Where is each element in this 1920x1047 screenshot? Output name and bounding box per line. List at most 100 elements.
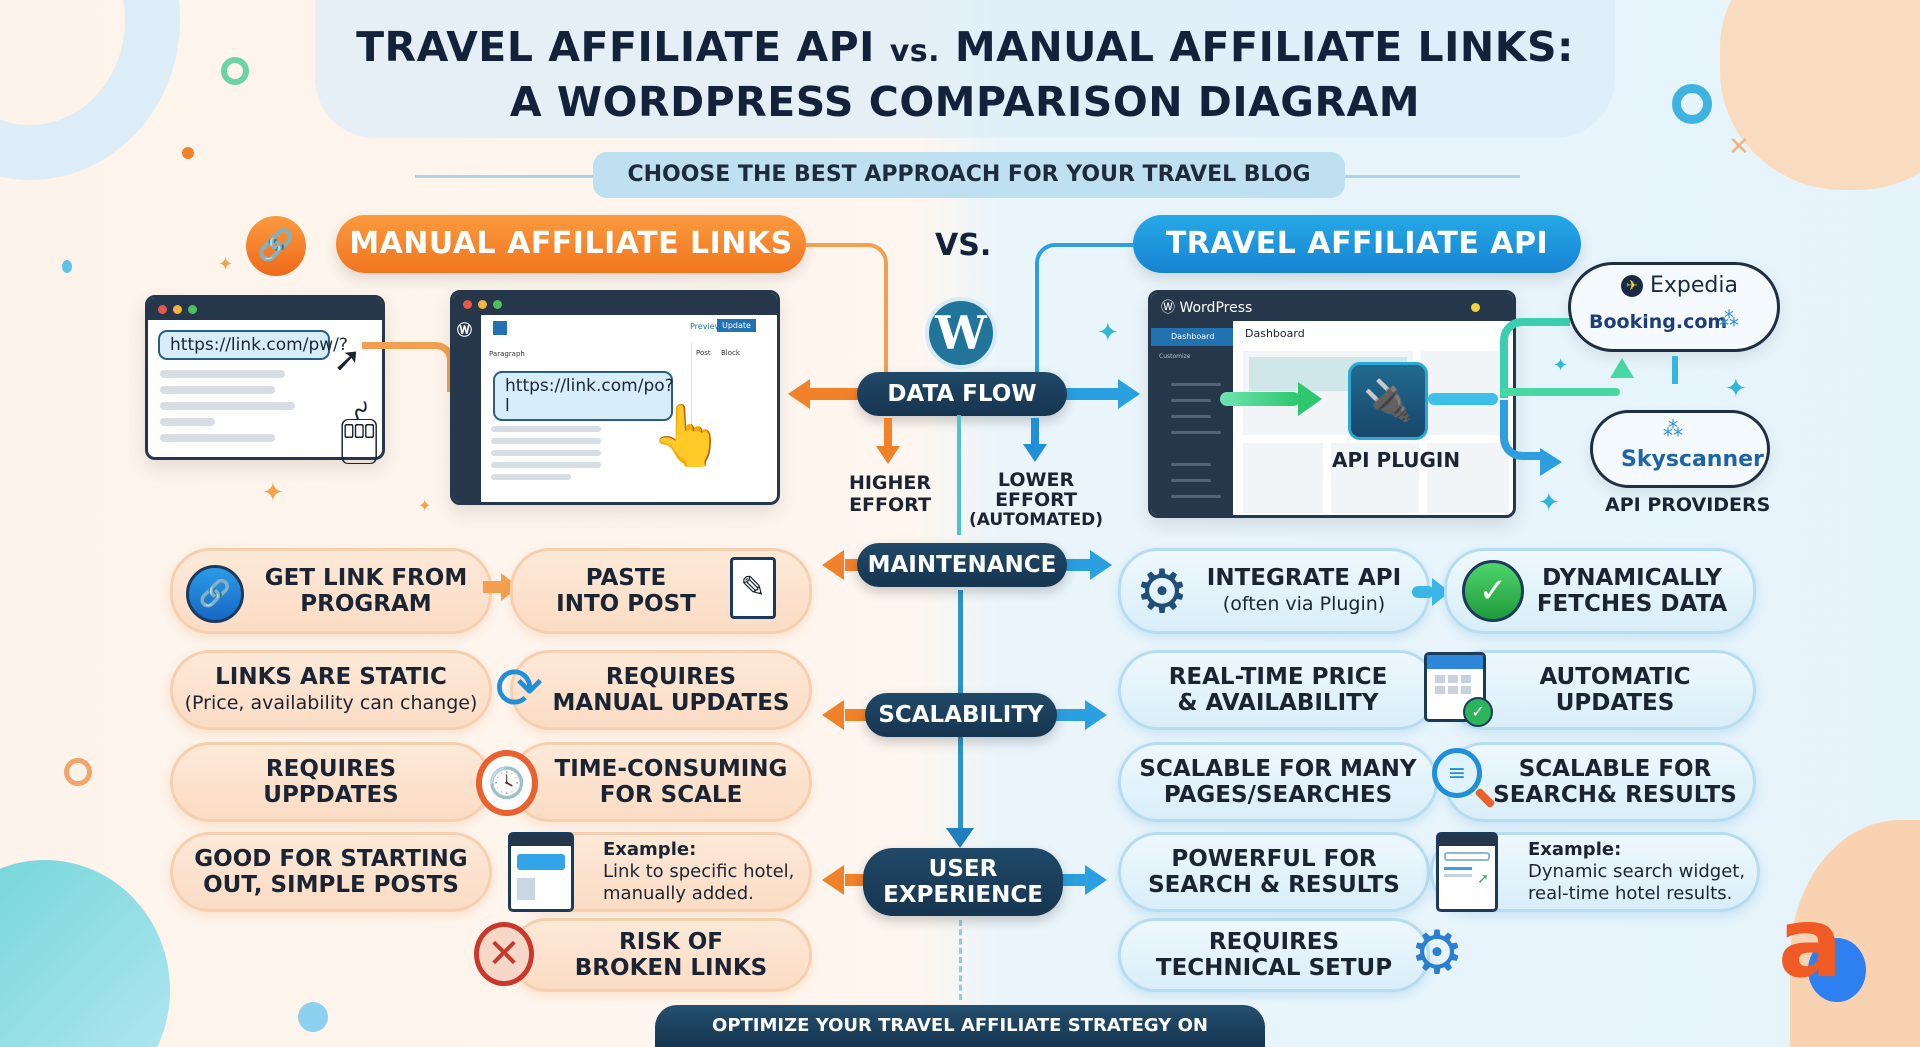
wp-title: Ⓦ WordPress (1161, 300, 1253, 316)
plane-icon: ✈ (1621, 275, 1643, 297)
provider-arrowhead-up (1610, 358, 1634, 378)
hand-click-icon: 👆 (650, 401, 725, 471)
vs-label: VS. (935, 228, 992, 263)
footer-banner: OPTIMIZE YOUR TRAVEL AFFILIATE STRATEGY … (655, 1005, 1265, 1047)
bg-ring-blue (1672, 84, 1712, 124)
higher-effort-arrowhead (876, 446, 900, 464)
step-arrow (1412, 586, 1434, 598)
card-integrate-api: INTEGRATE API(often via Plugin) (1118, 548, 1430, 634)
calendar-check-icon: ✓ (1424, 652, 1493, 727)
browser-link-icon (508, 832, 574, 912)
bg-dot-blue (298, 1002, 328, 1032)
bg-ring-green (221, 57, 249, 85)
sparkle-icon: ✦ (262, 478, 284, 508)
card-real-time-price: REAL-TIME PRICE& AVAILABILITY (1118, 650, 1438, 730)
tab-block[interactable]: Block (721, 349, 740, 357)
data-flow-arrowhead-right (1118, 379, 1140, 409)
scalability-arrowhead-right (1085, 700, 1107, 730)
paragraph-select[interactable]: Paragraph (489, 350, 525, 358)
bg-x-mark: ✕ (1728, 132, 1750, 162)
gear-plug-icon: ⚙ (1135, 557, 1189, 627)
scalability-arrowhead-left (822, 700, 844, 730)
ux-arrow-right (1060, 874, 1090, 886)
plug-icon[interactable]: 🔌 (1348, 362, 1428, 440)
cloud-link-line (1672, 356, 1678, 384)
bg-blob-teal-bottom-left (0, 860, 170, 1047)
hand-mouse-icon: 🖱 (340, 395, 379, 469)
sparkle-icon: ✦ (218, 254, 234, 275)
api-providers-label: API PROVIDERS (1605, 494, 1771, 516)
tab-post[interactable]: Post (696, 349, 711, 357)
wp-logo-icon: Ⓦ (1161, 300, 1180, 316)
higher-effort-arrow (884, 418, 892, 448)
maintenance-arrowhead-right (1090, 550, 1112, 580)
manual-heading: MANUAL AFFILIATE LINKS (336, 215, 806, 273)
scalability-arrow-right (1055, 709, 1087, 721)
maintenance-label: MAINTENANCE (857, 543, 1067, 587)
refresh-clock-icon: ⟳ (494, 654, 544, 722)
data-flow-label: DATA FLOW (857, 372, 1067, 416)
source-affiliate-url[interactable]: https://link.com/pw/? (158, 330, 348, 360)
sparkle-icon: ✦ (1097, 318, 1119, 348)
sparkle-icon: ✦ (1538, 488, 1560, 518)
link-icon: 🔗 (246, 216, 306, 276)
update-button[interactable]: Update (717, 319, 756, 332)
copy-arrow (362, 342, 454, 392)
data-flow-arrowhead-left (788, 379, 810, 409)
source-browser-window (145, 295, 385, 460)
lower-effort-arrow (1031, 418, 1039, 446)
api-connector (1035, 243, 1133, 403)
maintenance-arrow-right (1060, 559, 1092, 571)
maintenance-arrowhead-left (822, 550, 844, 580)
clock-icon: 🕓 (476, 750, 538, 816)
provider-connector-up (1500, 388, 1620, 396)
provider-connector-bottom (1500, 400, 1540, 460)
plugin-output-connector (1428, 393, 1498, 405)
scalability-label: SCALABILITY (865, 693, 1057, 737)
cursor-icon: ➚ (333, 340, 362, 380)
sidebar-item-dashboard[interactable]: Dashboard (1151, 328, 1233, 346)
bg-dot-blue-left (62, 260, 72, 273)
api-plugin-label: API PLUGIN (1332, 448, 1461, 472)
gear-icon: ⚙ (1410, 918, 1464, 988)
divider-teal (957, 415, 961, 535)
lower-effort-arrowhead (1023, 444, 1047, 462)
spine-arrowhead (946, 828, 974, 848)
api-heading: TRAVEL AFFILIATE API (1133, 215, 1581, 273)
plugin-input-arrowhead (1298, 382, 1322, 416)
subtitle-rule-right (1345, 175, 1520, 178)
skyscanner-logo: Skyscanner (1621, 447, 1764, 472)
skyscanner-icon: ⁂ (1663, 417, 1683, 441)
ux-arrowhead-left (822, 865, 844, 895)
provider-cloud-expedia-booking: ✈ Expedia Booking.com ⁂ (1568, 262, 1780, 352)
bg-ring-orange-left (64, 758, 92, 786)
search-widget-icon: ➚ (1436, 832, 1498, 912)
pasted-affiliate-url[interactable]: https://link.com/po?l (493, 371, 674, 421)
check-circle-icon: ✓ (1462, 560, 1524, 622)
subtitle-rule-left (415, 175, 595, 178)
data-flow-arrow-left (810, 388, 870, 400)
brand-logo: a (1778, 888, 1878, 1008)
spine-dashed (959, 920, 962, 1000)
subtitle-banner: CHOOSE THE BEST APPROACH FOR YOUR TRAVEL… (593, 152, 1345, 198)
provider-arrowhead-right (1540, 448, 1562, 476)
expedia-logo: ✈ Expedia (1621, 273, 1738, 298)
sparkle-icon: ✦ (1553, 355, 1569, 376)
booking-logo: Booking.com (1589, 311, 1728, 333)
ux-arrowhead-right (1085, 865, 1107, 895)
card-links-static: LINKS ARE STATIC(Price, availability can… (170, 650, 492, 730)
bg-blob-orange-right (1720, 0, 1920, 190)
sidebar-item-customize[interactable]: Customize (1159, 353, 1191, 360)
bg-ring-top-left (0, 0, 180, 180)
preview-link[interactable]: Preview (690, 322, 722, 331)
